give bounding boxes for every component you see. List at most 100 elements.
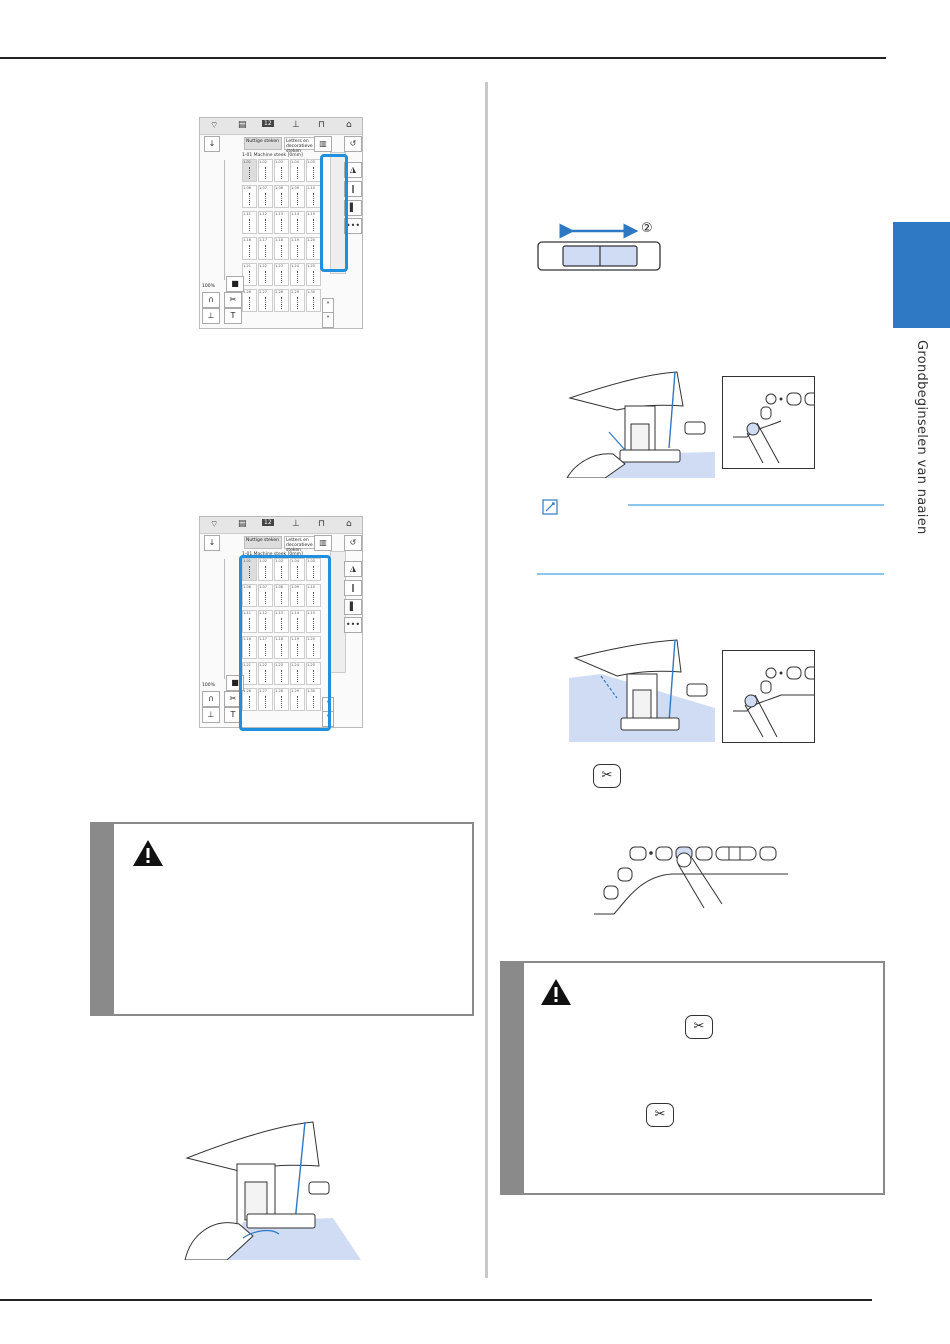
- stitch-cell[interactable]: 1-19: [290, 237, 305, 260]
- stitch-cell[interactable]: 1-28: [274, 289, 289, 312]
- stitch-cell[interactable]: 1-23: [274, 662, 289, 685]
- auto-icon[interactable]: ▌: [344, 200, 362, 216]
- stitch-cell[interactable]: 1-20: [306, 636, 321, 659]
- stitch-cell[interactable]: 1-23: [274, 263, 289, 286]
- stop-icon[interactable]: ■: [226, 276, 244, 292]
- stitch-cell[interactable]: 1-25: [306, 662, 321, 685]
- tab-letters-decorative[interactable]: Letters en decoratieve steken: [284, 137, 322, 154]
- document-icon[interactable]: ▤: [238, 519, 247, 529]
- stitch-cell[interactable]: 1-21: [242, 263, 257, 286]
- thread-icon[interactable]: ↺: [344, 535, 362, 551]
- stitch-cell[interactable]: 1-27: [258, 688, 273, 711]
- scroll-down-icon[interactable]: ˅: [322, 312, 334, 328]
- stitch-cell[interactable]: 1-10: [306, 584, 321, 607]
- wifi-icon[interactable]: ⌔: [210, 520, 219, 530]
- stitch-cell[interactable]: 1-01: [242, 159, 257, 182]
- stitch-cell[interactable]: 1-06: [242, 584, 257, 607]
- stitch-cell[interactable]: 1-09: [290, 584, 305, 607]
- document-icon[interactable]: ▤: [238, 120, 247, 130]
- needle-down-icon[interactable]: T: [224, 707, 242, 723]
- pattern-list-button[interactable]: ▥: [314, 535, 332, 551]
- stitch-cell[interactable]: 1-02: [258, 159, 273, 182]
- stitch-cell[interactable]: 1-03: [274, 558, 289, 581]
- stitch-cell[interactable]: 1-06: [242, 185, 257, 208]
- stitch-cell[interactable]: 1-11: [242, 211, 257, 234]
- stitch-cell[interactable]: 1-01: [242, 558, 257, 581]
- needle-icon[interactable]: ⊥: [292, 120, 300, 130]
- stitch-cell[interactable]: 1-13: [274, 610, 289, 633]
- stitch-cell[interactable]: 1-05: [306, 558, 321, 581]
- lcd-badge: 12: [262, 519, 274, 526]
- cut-icon[interactable]: ✂: [224, 292, 242, 308]
- stitch-cell[interactable]: 1-17: [258, 636, 273, 659]
- stitch-cell[interactable]: 1-10: [306, 185, 321, 208]
- stitch-cell[interactable]: 1-15: [306, 211, 321, 234]
- stitch-cell[interactable]: 1-08: [274, 584, 289, 607]
- dots-icon[interactable]: •••: [344, 218, 362, 234]
- stitch-cell[interactable]: 1-05: [306, 159, 321, 182]
- stitch-cell[interactable]: 1-20: [306, 237, 321, 260]
- note-top-line: [628, 504, 884, 506]
- thread-cutter-panel-illustration: [594, 846, 788, 915]
- stitch-cell[interactable]: 1-18: [274, 237, 289, 260]
- mirror-icon[interactable]: ◮: [344, 561, 362, 577]
- reverse-icon[interactable]: ∩: [202, 691, 220, 707]
- stitch-cell[interactable]: 1-12: [258, 610, 273, 633]
- stitch-cell[interactable]: 1-07: [258, 185, 273, 208]
- needle-down-icon[interactable]: T: [224, 308, 242, 324]
- stitch-cell[interactable]: 1-16: [242, 237, 257, 260]
- lock-icon[interactable]: ⊓: [318, 120, 326, 130]
- stitch-cell[interactable]: 1-07: [258, 584, 273, 607]
- stitch-cell[interactable]: 1-26: [242, 289, 257, 312]
- stitch-cell[interactable]: 1-21: [242, 662, 257, 685]
- reverse-icon[interactable]: ∩: [202, 292, 220, 308]
- stitch-cell[interactable]: 1-14: [290, 211, 305, 234]
- stitch-cell[interactable]: 1-15: [306, 610, 321, 633]
- stitch-cell[interactable]: 1-14: [290, 610, 305, 633]
- stitch-cell[interactable]: 1-16: [242, 636, 257, 659]
- stitch-cell[interactable]: 1-26: [242, 688, 257, 711]
- wifi-icon[interactable]: ⌔: [210, 121, 219, 131]
- presser-foot-icon[interactable]: ⊥: [202, 707, 220, 723]
- stitch-cell[interactable]: 1-30: [306, 289, 321, 312]
- thread-icon[interactable]: ↺: [344, 136, 362, 152]
- tab-utility-stitches[interactable]: Nuttige steken: [244, 137, 282, 150]
- needle-position-button[interactable]: ↓: [204, 535, 220, 551]
- presser-foot-icon[interactable]: ⊥: [202, 308, 220, 324]
- stitch-cell[interactable]: 1-19: [290, 636, 305, 659]
- home-icon[interactable]: ⌂: [346, 519, 352, 529]
- tab-utility-stitches[interactable]: Nuttige steken: [244, 536, 282, 549]
- stitch-cell[interactable]: 1-28: [274, 688, 289, 711]
- stitch-cell[interactable]: 1-22: [258, 263, 273, 286]
- stitch-cell[interactable]: 1-22: [258, 662, 273, 685]
- stitch-cell[interactable]: 1-24: [290, 662, 305, 685]
- needle-position-button[interactable]: ↓: [204, 136, 220, 152]
- stitch-cell[interactable]: 1-04: [290, 159, 305, 182]
- auto-icon[interactable]: ▌: [344, 599, 362, 615]
- stitch-cell[interactable]: 1-03: [274, 159, 289, 182]
- mirror-icon[interactable]: ◮: [344, 162, 362, 178]
- twin-needle-icon[interactable]: ‖: [344, 580, 362, 596]
- stitch-cell[interactable]: 1-25: [306, 263, 321, 286]
- dots-icon[interactable]: •••: [344, 617, 362, 633]
- twin-needle-icon[interactable]: ‖: [344, 181, 362, 197]
- stitch-cell[interactable]: 1-13: [274, 211, 289, 234]
- stitch-cell[interactable]: 1-17: [258, 237, 273, 260]
- stitch-cell[interactable]: 1-12: [258, 211, 273, 234]
- stitch-cell[interactable]: 1-08: [274, 185, 289, 208]
- stitch-cell[interactable]: 1-11: [242, 610, 257, 633]
- stitch-cell[interactable]: 1-04: [290, 558, 305, 581]
- stitch-cell[interactable]: 1-27: [258, 289, 273, 312]
- stitch-cell[interactable]: 1-24: [290, 263, 305, 286]
- stitch-cell[interactable]: 1-02: [258, 558, 273, 581]
- pattern-list-button[interactable]: ▥: [314, 136, 332, 152]
- stitch-cell[interactable]: 1-29: [290, 688, 305, 711]
- lock-icon[interactable]: ⊓: [318, 519, 326, 529]
- needle-icon[interactable]: ⊥: [292, 519, 300, 529]
- stitch-cell[interactable]: 1-09: [290, 185, 305, 208]
- stitch-cell[interactable]: 1-29: [290, 289, 305, 312]
- stitch-cell[interactable]: 1-18: [274, 636, 289, 659]
- stitch-cell[interactable]: 1-30: [306, 688, 321, 711]
- home-icon[interactable]: ⌂: [346, 120, 352, 130]
